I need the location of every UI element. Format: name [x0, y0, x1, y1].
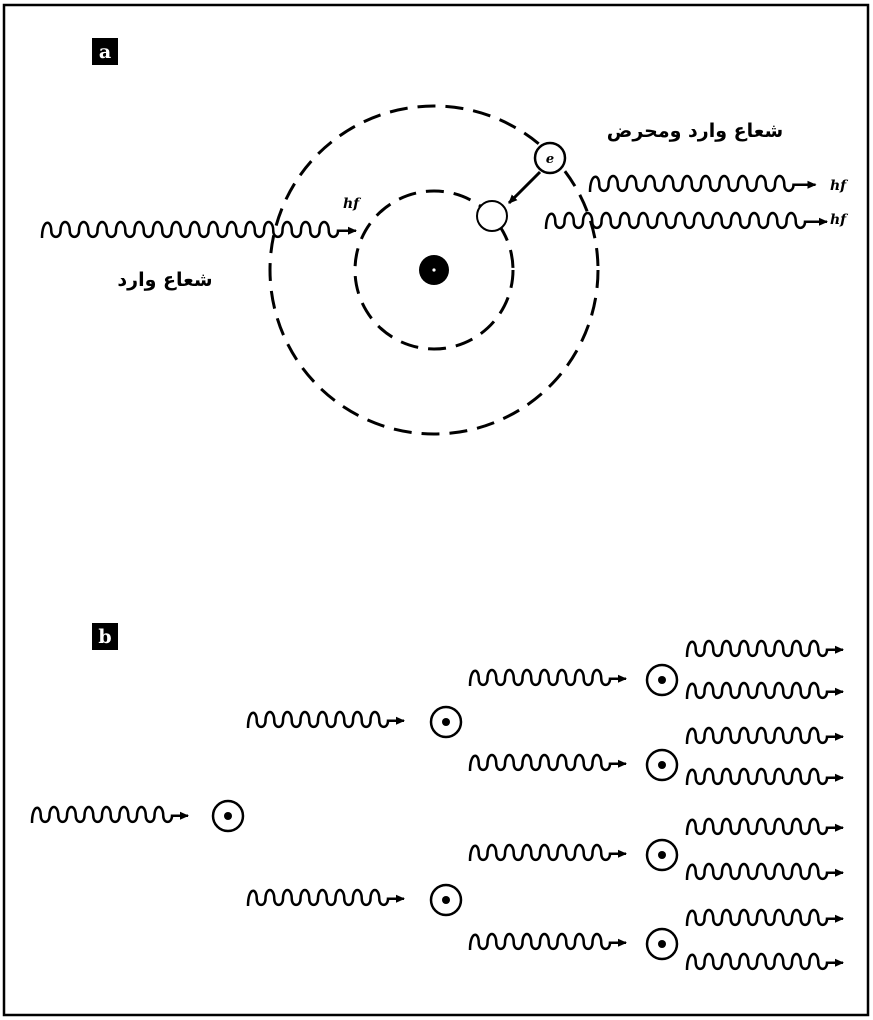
panel-b: b: [30, 623, 844, 971]
outgoing-photon-label-1: hf: [830, 178, 849, 194]
outgoing-photon-label-2: hf: [830, 212, 849, 228]
panel-a-tag-label: a: [99, 41, 111, 63]
cascade-wave-output: [685, 639, 844, 658]
cascade-wave-output: [685, 817, 844, 836]
cascade-atom-stage1: [211, 799, 245, 833]
cascade-atom-stage2: [429, 705, 463, 739]
cascade-wave-output: [685, 726, 844, 745]
electron: [533, 141, 567, 175]
inner-orbit: [353, 189, 515, 351]
outgoing-photon-wave-2: [544, 211, 828, 230]
stimulated-beam-label: شعاع وارد ومحرض: [607, 120, 783, 142]
cascade-wave-stage3: [468, 668, 627, 687]
cascade-atom-stage2: [429, 883, 463, 917]
cascade-atom-stage3: [645, 748, 679, 782]
cascade-wave-output: [685, 952, 844, 971]
panel-a: a e hf شعاع وارد hf hf شعاع وارد ومحرض: [40, 38, 849, 436]
figure-frame: [2, 3, 870, 1017]
panel-b-tag: [92, 623, 118, 650]
panel-b-tag-label: b: [98, 626, 111, 648]
photon-cascade: [30, 639, 844, 971]
incoming-photon-wave: [40, 220, 357, 239]
cascade-atom-stage3: [645, 927, 679, 961]
panel-a-tag: [92, 38, 118, 65]
cascade-wave-output: [685, 908, 844, 927]
outgoing-photon-wave-1: [588, 174, 817, 193]
cascade-wave-output: [685, 862, 844, 881]
cascade-wave-stage2: [246, 710, 405, 729]
cascade-wave-stage1: [30, 805, 189, 824]
outer-orbit: [268, 104, 600, 436]
cascade-wave-stage3: [468, 932, 627, 951]
cascade-wave-stage3: [468, 843, 627, 862]
cascade-wave-stage3: [468, 753, 627, 772]
cascade-atom-stage3: [645, 838, 679, 872]
cascade-wave-stage2: [246, 888, 405, 907]
incoming-beam-label: شعاع وارد: [117, 269, 212, 291]
incoming-photon-label: hf: [343, 196, 362, 212]
electron-transition-arrow: [507, 170, 542, 205]
nucleus-dot: [432, 268, 436, 272]
electron-label: e: [546, 152, 554, 167]
cascade-wave-output: [685, 681, 844, 700]
cascade-atom-stage3: [645, 663, 679, 697]
lower-state-vacancy: [476, 200, 508, 232]
cascade-wave-output: [685, 767, 844, 786]
